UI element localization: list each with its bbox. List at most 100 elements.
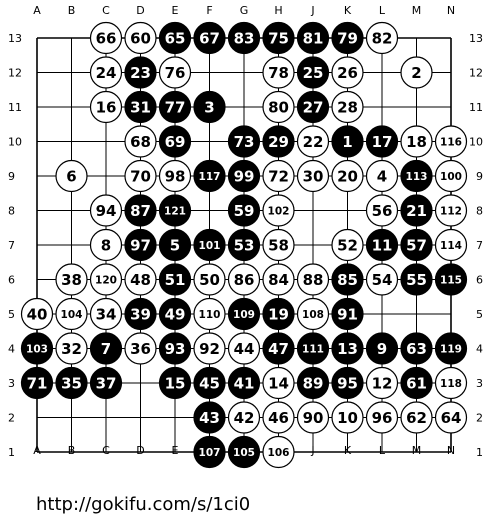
stone-disc: [158, 366, 192, 400]
white-stone-B6: 38: [55, 263, 88, 296]
move-number: 48: [130, 271, 151, 289]
white-stone-K9: 20: [331, 159, 364, 193]
black-stone-G5: 109: [227, 297, 261, 331]
move-number: 82: [372, 29, 393, 47]
white-stone-D6: 48: [124, 263, 157, 296]
stone-disc: [400, 125, 433, 158]
black-stone-D8: 87: [124, 194, 157, 227]
stone-disc: [262, 125, 295, 158]
stone-disc: [158, 332, 192, 365]
black-stone-G8: 59: [227, 194, 261, 227]
white-stone-E12: 76: [158, 56, 192, 89]
stone-disc: [365, 228, 399, 262]
bottom-coord-D: D: [136, 444, 144, 457]
white-stone-E9: 98: [158, 159, 192, 193]
move-number: 53: [234, 236, 255, 254]
top-coord-A: A: [33, 4, 41, 17]
stone-disc: [365, 366, 399, 400]
move-number: 63: [406, 340, 427, 358]
bottom-coord-B: B: [68, 444, 76, 457]
stone-disc: [331, 56, 364, 89]
top-coord-H: H: [274, 4, 282, 17]
white-stone-L13: 82: [365, 21, 399, 55]
white-stone-N7: 114: [434, 228, 468, 262]
top-coord-L: L: [379, 4, 386, 17]
stone-disc: [296, 21, 330, 55]
stone-disc: [262, 435, 295, 469]
black-stone-J4: 111: [296, 332, 330, 365]
move-number: 32: [61, 340, 82, 358]
move-number: 31: [130, 98, 151, 116]
stone-disc: [124, 263, 157, 296]
bottom-coord-N: N: [447, 444, 455, 457]
right-coord-8: 8: [476, 205, 483, 218]
stone-disc: [365, 332, 399, 365]
stone-disc: [158, 159, 192, 193]
black-stone-H5: 19: [262, 297, 295, 331]
move-number: 100: [440, 171, 462, 183]
move-number: 23: [130, 64, 151, 82]
white-stone-J2: 90: [296, 401, 330, 434]
black-stone-G10: 73: [227, 125, 261, 158]
move-number: 28: [337, 98, 358, 116]
stone-disc: [296, 125, 330, 158]
white-stone-H2: 46: [262, 401, 295, 434]
top-coord-G: G: [240, 4, 249, 17]
top-coord-B: B: [68, 4, 76, 17]
right-coord-3: 3: [476, 377, 483, 390]
stone-disc: [296, 263, 330, 296]
stone-disc: [296, 90, 330, 124]
right-coord-2: 2: [476, 412, 483, 425]
move-number: 98: [165, 167, 186, 185]
move-number: 56: [372, 202, 393, 220]
white-stone-C7: 8: [89, 228, 123, 262]
move-number: 73: [234, 133, 255, 151]
white-stone-K11: 28: [331, 90, 364, 124]
bottom-coord-M: M: [412, 444, 422, 457]
white-stone-D10: 68: [124, 125, 157, 158]
move-number: 66: [96, 29, 117, 47]
black-stone-H13: 75: [262, 21, 295, 55]
white-stone-J9: 30: [296, 159, 330, 193]
black-stone-G13: 83: [227, 21, 261, 55]
black-stone-E6: 51: [158, 263, 192, 296]
move-number: 97: [130, 236, 151, 254]
move-number: 50: [199, 271, 220, 289]
white-stone-G2: 42: [227, 401, 261, 434]
stone-disc: [158, 297, 192, 331]
black-stone-K4: 13: [331, 332, 364, 365]
move-number: 121: [164, 205, 186, 217]
white-stone-K2: 10: [331, 401, 364, 434]
stone-disc: [434, 401, 468, 434]
stone-disc: [193, 435, 226, 469]
source-url[interactable]: http://gokifu.com/s/1ci0: [36, 494, 251, 515]
white-stone-L8: 56: [365, 194, 399, 227]
stone-disc: [434, 228, 468, 262]
stone-disc: [55, 366, 88, 400]
black-stone-K3: 95: [331, 366, 364, 400]
top-coord-J: J: [310, 4, 314, 17]
black-stone-F13: 67: [193, 21, 226, 55]
stone-disc: [434, 159, 468, 193]
white-stone-N9: 100: [434, 159, 468, 193]
top-coord-E: E: [172, 4, 179, 17]
stone-disc: [20, 366, 54, 400]
black-stone-K6: 85: [331, 263, 364, 296]
black-stone-B3: 35: [55, 366, 88, 400]
stone-disc: [124, 297, 157, 331]
stone-disc: [227, 366, 261, 400]
move-number: 12: [372, 374, 393, 392]
black-stone-E3: 15: [158, 366, 192, 400]
black-stone-L10: 17: [365, 125, 399, 158]
stone-disc: [227, 297, 261, 331]
stone-disc: [262, 366, 295, 400]
white-stone-C13: 66: [89, 21, 123, 55]
black-stone-E7: 5: [158, 228, 192, 262]
black-stone-L7: 11: [365, 228, 399, 262]
black-stone-J13: 81: [296, 21, 330, 55]
move-number: 2: [411, 64, 421, 82]
white-stone-H11: 80: [262, 90, 295, 124]
white-stone-H3: 14: [262, 366, 295, 400]
stone-disc: [227, 21, 261, 55]
right-coord-7: 7: [476, 239, 483, 252]
